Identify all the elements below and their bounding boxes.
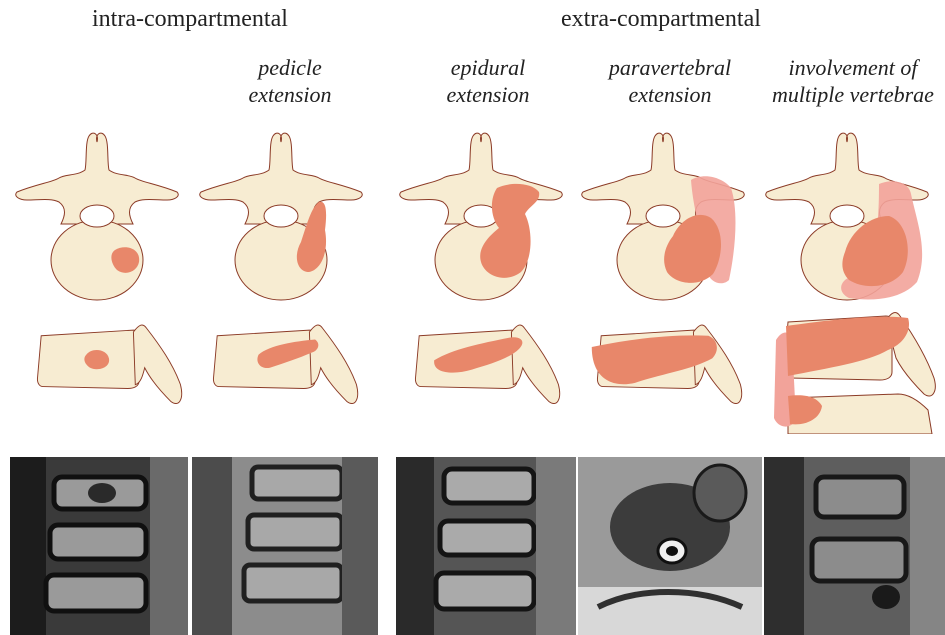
mri-scan-3 [396,457,576,635]
column-label-paravertebral-extension: paravertebral extension [580,54,760,108]
sagittal-vertebra-intra [28,318,188,410]
sagittal-vertebra-epidural [406,318,566,410]
axial-vertebra-epidural [396,112,566,312]
column-label-pedicle-extension: pedicle extension [200,54,380,108]
axial-vertebra-paravertebral [578,112,748,312]
column-label-multiple-vertebrae: involvement of multiple vertebrae [763,54,943,108]
sagittal-vertebra-paravertebral [588,318,748,410]
sagittal-vertebrae-multiple [768,306,944,434]
axial-vertebra-multiple [762,112,940,312]
axial-vertebra-intra [12,112,182,312]
mri-scan-1 [10,457,188,635]
sagittal-vertebra-pedicle [204,318,364,410]
mri-scan-4 [578,457,762,635]
mri-scan-5 [764,457,945,635]
intra-compartmental-title: intra-compartmental [92,6,288,33]
column-label-epidural-extension: epidural extension [398,54,578,108]
mri-scan-2 [192,457,378,635]
axial-vertebra-pedicle [196,112,366,312]
extra-compartmental-title: extra-compartmental [561,6,761,33]
